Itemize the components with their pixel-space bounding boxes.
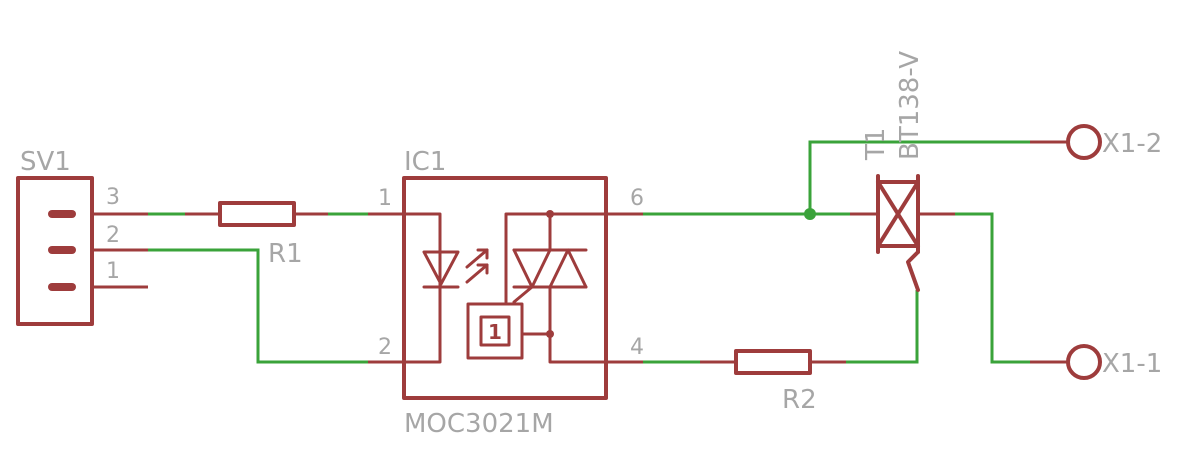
ic1-optocoupler: IC1 MOC3021M 1 2 6 4: [368, 147, 644, 439]
x1-2-name: X1-2: [1102, 129, 1162, 159]
ic1-value: MOC3021M: [404, 409, 554, 439]
ic1-pin1-label: 1: [378, 186, 392, 211]
ic1-node-top: [546, 210, 554, 218]
detector-triac-icon: [512, 248, 588, 304]
x1-1-terminal-icon: [1066, 344, 1102, 380]
ic1-name: IC1: [404, 147, 446, 177]
sv1-pin-3-label: 3: [106, 185, 120, 210]
resistor-r2: R2: [700, 349, 846, 415]
wires: [148, 140, 1030, 364]
wire-junction-x1-2: [808, 140, 1030, 214]
terminal-x1-2: X1-2: [1030, 124, 1162, 160]
x1-2-terminal-icon: [1066, 124, 1102, 160]
ic1-pin4-label: 4: [630, 335, 644, 360]
r2-name: R2: [782, 385, 817, 415]
junction-dot: [804, 208, 816, 220]
sv1-name: SV1: [20, 147, 71, 177]
ic1-node-bottom: [546, 330, 554, 338]
ic1-triac-wiring: [504, 212, 608, 304]
sv1-pin-1-label: 1: [106, 259, 120, 284]
ic1-triac-bottom: [548, 285, 608, 364]
r1-name: R1: [268, 239, 303, 269]
t1-value: BT138-V: [895, 51, 925, 160]
led-icon: [422, 250, 460, 289]
resistor-r1: R1: [185, 201, 328, 269]
ic1-pin2-label: 2: [378, 335, 392, 360]
r1-body: [218, 201, 296, 227]
triac-t1: T1 BT138-V: [850, 51, 955, 292]
ic1-body: [402, 176, 608, 400]
triac-icon: [876, 174, 920, 292]
x1-1-name: X1-1: [1102, 349, 1162, 379]
connector-sv1: SV1 3 2 1: [16, 147, 148, 326]
wire-sv1-ic1-pin2: [148, 248, 368, 364]
zero-cross-badge-icon: 1: [466, 302, 524, 360]
r2-body: [734, 349, 812, 375]
wire-r2-gate: [846, 290, 919, 364]
terminal-x1-1: X1-1: [1030, 344, 1162, 380]
zero-cross-badge-label: 1: [488, 320, 502, 344]
wire-t1-x1-1: [955, 212, 1030, 364]
t1-name: T1: [861, 128, 891, 161]
sv1-pin-2-label: 2: [106, 223, 120, 248]
ic1-pin6-label: 6: [630, 186, 644, 211]
light-arrows-icon: [465, 248, 489, 284]
